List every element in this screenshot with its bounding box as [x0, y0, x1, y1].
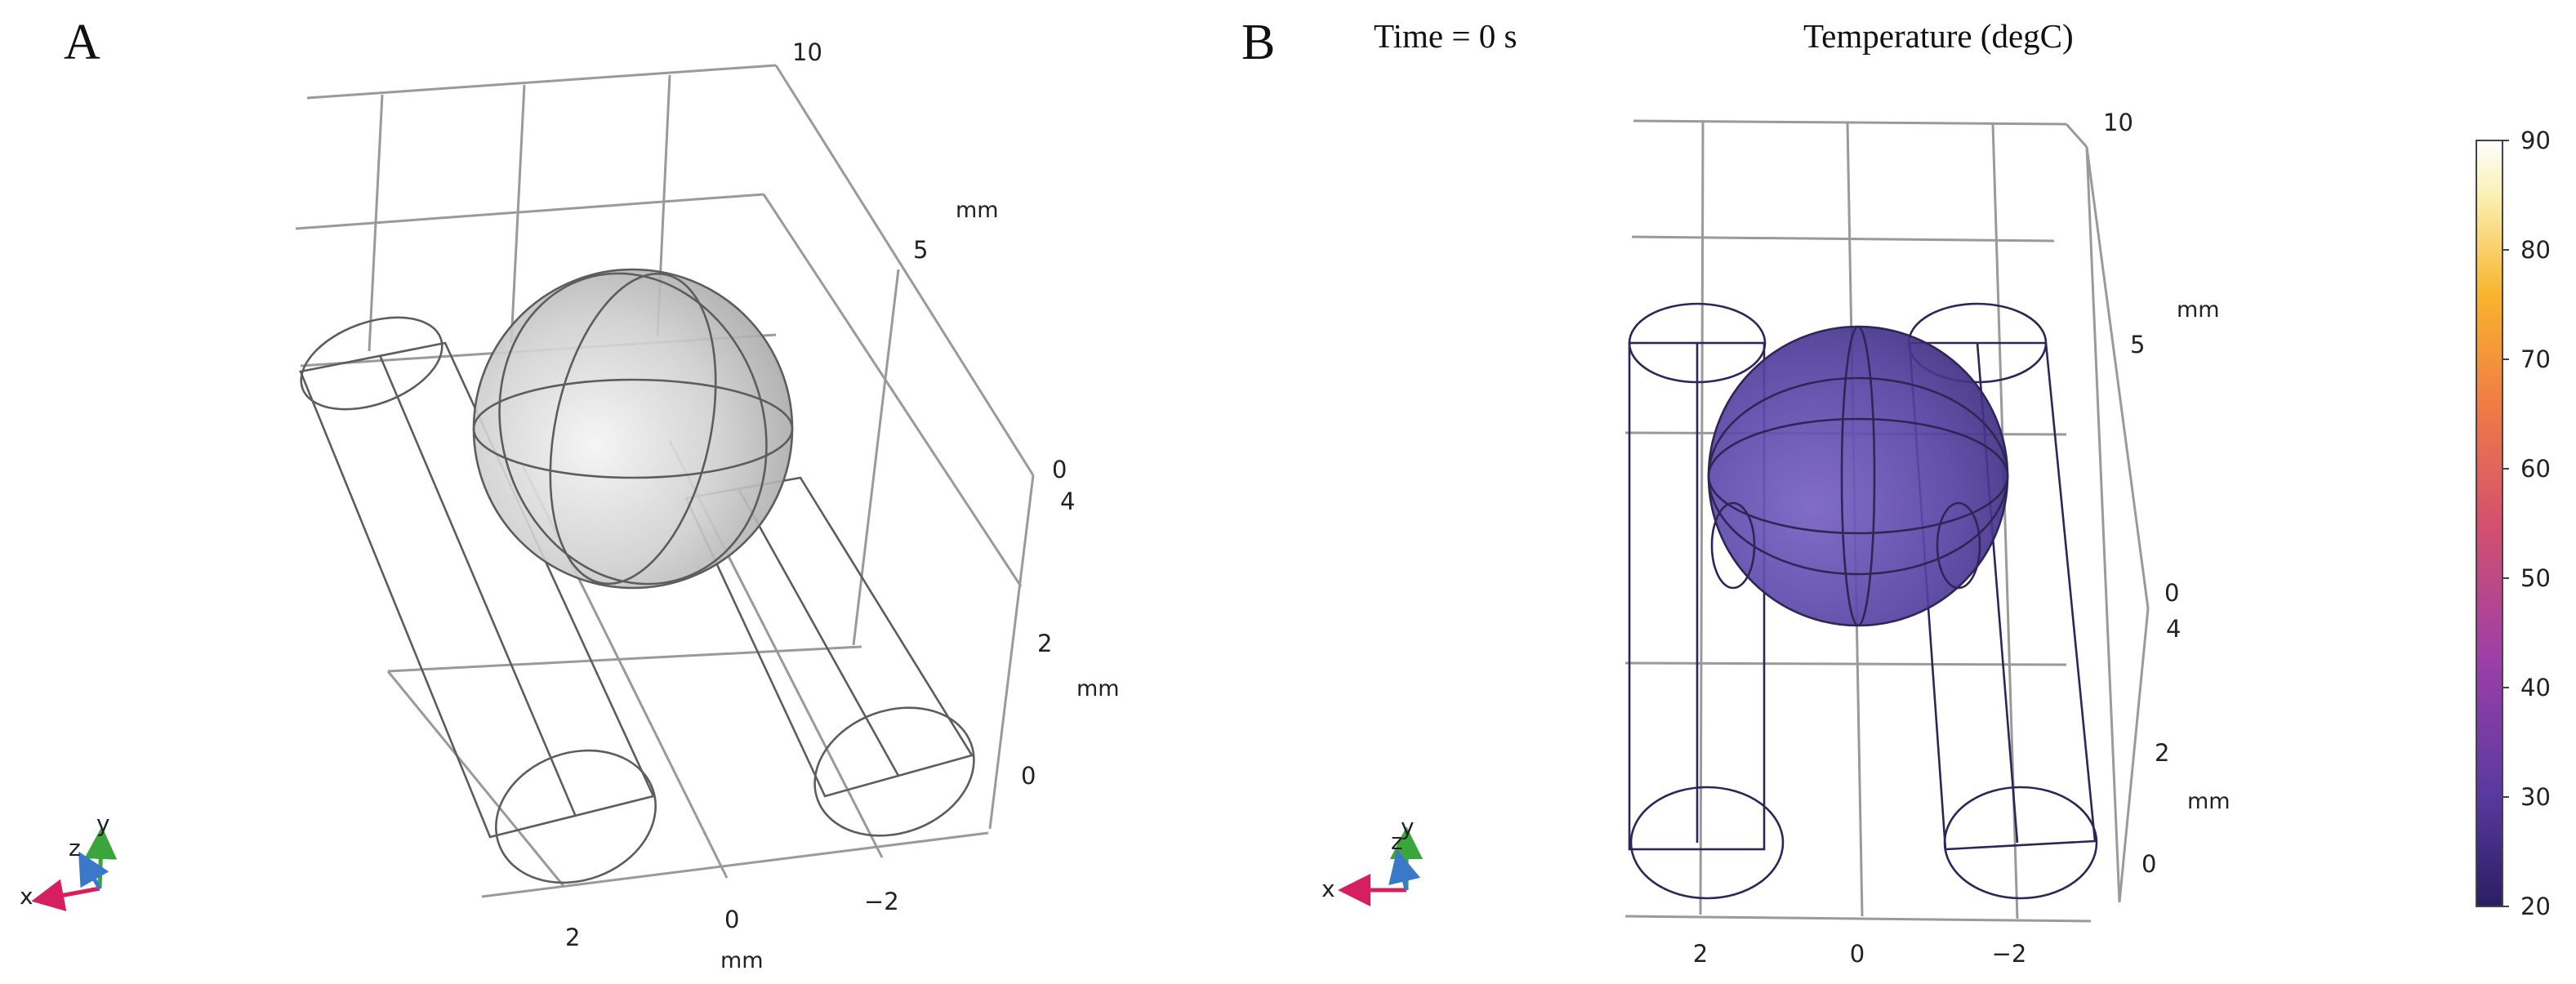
panel-b-z-tick: 2: [2155, 739, 2169, 767]
panel-a-x-unit: mm: [720, 948, 764, 973]
panel-b-sphere: [1707, 325, 2009, 627]
panel-a-z-tick: 0: [1021, 762, 1036, 790]
panel-b-x-tick: 0: [1850, 940, 1865, 968]
triad-z-label: z: [1391, 828, 1403, 855]
triad-x-label: x: [1321, 875, 1335, 902]
panel-a-x-tick: 2: [565, 924, 580, 951]
panel-b-x-tick: 2: [1693, 940, 1708, 968]
panel-a-left-rod: [299, 316, 657, 884]
panel-a-z-tick: 2: [1037, 630, 1052, 657]
panel-a-axis-box: [295, 64, 1035, 898]
colorbar-tick-label: 30: [2520, 783, 2551, 811]
panel-b-x-tick: −2: [1992, 940, 2027, 968]
colorbar-title: Temperature (degC): [1803, 17, 2074, 55]
triad-x-label: x: [20, 883, 33, 910]
time-readout: Time = 0 s: [1374, 17, 1517, 55]
colorbar-tick-label: 50: [2520, 564, 2551, 592]
panel-a-axis-triad: x y z: [20, 810, 118, 911]
colorbar-tick-label: 70: [2520, 345, 2551, 373]
panel-b-y-tick: 10: [2103, 109, 2133, 136]
panel-a-y-tick: 0: [1052, 456, 1067, 483]
panel-b-label: B: [1241, 15, 1275, 70]
panel-a-z-unit: mm: [1076, 676, 1120, 701]
panel-b-z-unit: mm: [2187, 789, 2231, 814]
temperature-colorbar: 90 80 70 60 50 40 30 20: [2476, 127, 2551, 920]
panel-b-left-rod: [1628, 302, 1785, 900]
panel-a-x-tick: −2: [864, 888, 899, 915]
colorbar-tick-label: 20: [2520, 893, 2551, 920]
triad-y-label: y: [96, 810, 110, 837]
panel-a-sphere: [472, 268, 794, 590]
panel-a-y-tick: 10: [792, 38, 822, 66]
panel-a-y-tick: 5: [913, 236, 928, 264]
panel-b: B Time = 0 s Temperature (degC): [1241, 15, 2551, 968]
panel-a: A: [20, 15, 1120, 973]
panel-a-label: A: [64, 15, 100, 70]
panel-b-z-tick: 0: [2141, 850, 2156, 878]
panel-b-axis-triad: x y z: [1321, 813, 1423, 906]
colorbar-tick-label: 90: [2520, 127, 2551, 154]
triad-y-label: y: [1401, 813, 1415, 840]
colorbar-ticks: 90 80 70 60 50 40 30 20: [2502, 127, 2551, 920]
panel-a-z-tick: 4: [1060, 488, 1075, 515]
colorbar-tick-label: 60: [2520, 455, 2551, 483]
panel-b-y-unit: mm: [2177, 297, 2220, 323]
triad-z-label: z: [69, 835, 81, 862]
panel-b-y-tick: 0: [2164, 579, 2179, 607]
panel-b-z-tick: 4: [2166, 615, 2181, 643]
colorbar-tick-label: 40: [2520, 674, 2551, 701]
panel-a-y-unit: mm: [956, 198, 999, 223]
panel-a-x-tick: 0: [724, 906, 739, 933]
panel-b-y-tick: 5: [2130, 331, 2145, 358]
colorbar-tick-label: 80: [2520, 236, 2551, 264]
